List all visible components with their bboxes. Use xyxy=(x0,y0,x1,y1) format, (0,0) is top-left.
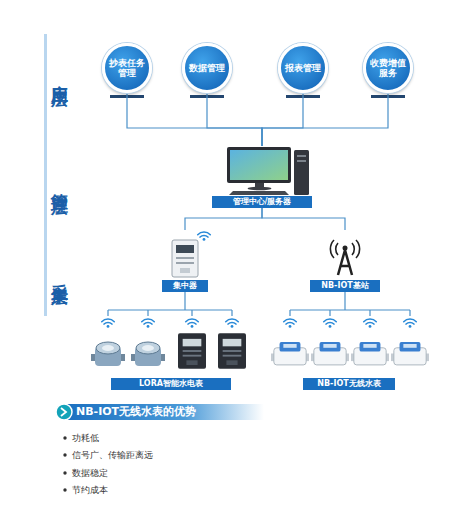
wifi-symbol xyxy=(198,232,211,241)
advantage-item: 功耗低 xyxy=(72,432,99,444)
layer-text: 管理层 xyxy=(50,180,73,189)
advantage-item: 数据稳定 xyxy=(72,467,108,479)
connector-line xyxy=(262,93,388,146)
connector-line xyxy=(127,93,262,146)
layer-text: 应用层 xyxy=(50,72,73,81)
layer-label: 采集层 xyxy=(46,238,76,310)
computer-icon xyxy=(227,147,309,195)
concentrator-line xyxy=(176,257,194,259)
advantage-banner xyxy=(56,404,264,420)
label-bar: LORA智能水电表 xyxy=(111,378,231,390)
connector-line xyxy=(184,292,185,310)
function-circle: 数据管理 xyxy=(182,43,232,93)
monitor xyxy=(227,147,291,183)
concentrator-icon xyxy=(172,232,210,277)
wifi-symbol xyxy=(404,319,417,328)
lora-branches xyxy=(108,310,232,316)
base-station-node: NB-IOT基站 xyxy=(305,230,385,292)
wifi-symbol xyxy=(186,319,199,328)
node-text: 收费增值服务 xyxy=(370,58,406,78)
tower-slot xyxy=(297,160,306,162)
layer-label: 应用层 xyxy=(46,40,76,112)
bullet-dot xyxy=(63,453,66,456)
wifi-symbol xyxy=(226,319,239,328)
electric-meter xyxy=(218,333,246,368)
wifi-symbol xyxy=(102,319,115,328)
wifi-symbol xyxy=(284,319,297,328)
bullet-dot xyxy=(63,436,66,439)
concentrator-node: 集中器 xyxy=(160,230,210,292)
wifi-symbol xyxy=(364,319,377,328)
banner-arrow xyxy=(61,408,66,416)
antenna-signal xyxy=(330,240,359,258)
banner-icon xyxy=(56,404,72,420)
banner-bar xyxy=(64,404,264,420)
concentrator-line xyxy=(176,262,194,264)
electric-meter xyxy=(178,333,206,368)
branch-wire xyxy=(108,310,232,316)
node-text: 报表管理 xyxy=(285,63,321,73)
keyboard xyxy=(229,191,289,195)
label-bar: NB-IOT基站 xyxy=(310,280,380,292)
water-meter xyxy=(271,342,309,365)
concentrator-box xyxy=(172,240,198,277)
nb-branches xyxy=(290,310,410,316)
antenna-tip xyxy=(343,246,348,251)
connector-line xyxy=(185,208,262,230)
water-meter xyxy=(311,342,349,365)
nb-meters xyxy=(271,319,429,365)
antenna-tower xyxy=(338,250,352,275)
node-text: 抄表任务管理 xyxy=(109,58,145,78)
connector-line xyxy=(262,208,345,230)
branch-wire xyxy=(290,310,410,316)
meter-group: LORA智能水电表 xyxy=(88,310,254,390)
server-node: 管理中心/服务器 xyxy=(212,146,312,208)
connector-line xyxy=(262,93,303,146)
water-meter xyxy=(91,342,125,366)
screen xyxy=(230,150,288,180)
function-circle: 报表管理 xyxy=(278,43,328,93)
layer-bar xyxy=(44,34,47,316)
bullet-dot xyxy=(63,471,66,474)
node-text: 数据管理 xyxy=(189,63,225,73)
concentrator-terminal xyxy=(180,268,190,273)
label-bar: NB-IOT无线水表 xyxy=(303,378,395,390)
water-meter xyxy=(351,342,389,365)
tower xyxy=(294,150,309,195)
bullet-dot xyxy=(63,488,66,491)
wifi-symbol xyxy=(324,319,337,328)
water-meter xyxy=(391,342,429,365)
advantage-item: 信号广、传输距离远 xyxy=(72,449,153,461)
label-bar: 集中器 xyxy=(162,280,208,292)
connector-line xyxy=(207,93,262,146)
pedestals xyxy=(110,95,405,98)
meter-group: NB-IOT无线水表 xyxy=(268,310,430,390)
connector-line xyxy=(344,292,345,310)
section-heading: NB-IOT无线水表的优势 xyxy=(76,404,196,420)
water-meter xyxy=(131,342,165,366)
label-bar: 管理中心/服务器 xyxy=(212,196,312,208)
antenna-icon xyxy=(330,240,359,275)
advantage-item: 节约成本 xyxy=(72,484,108,496)
bullets xyxy=(63,436,66,491)
monitor-base xyxy=(248,187,272,191)
wifi-symbol xyxy=(142,319,155,328)
layer-label: 管理层 xyxy=(46,148,76,220)
layer-text: 采集层 xyxy=(50,270,73,279)
function-circle: 抄表任务管理 xyxy=(102,43,152,93)
function-circle: 收费增值服务 xyxy=(363,43,413,93)
concentrator-display xyxy=(176,245,194,253)
lora-meters xyxy=(91,319,246,369)
tower-slot xyxy=(297,155,306,157)
